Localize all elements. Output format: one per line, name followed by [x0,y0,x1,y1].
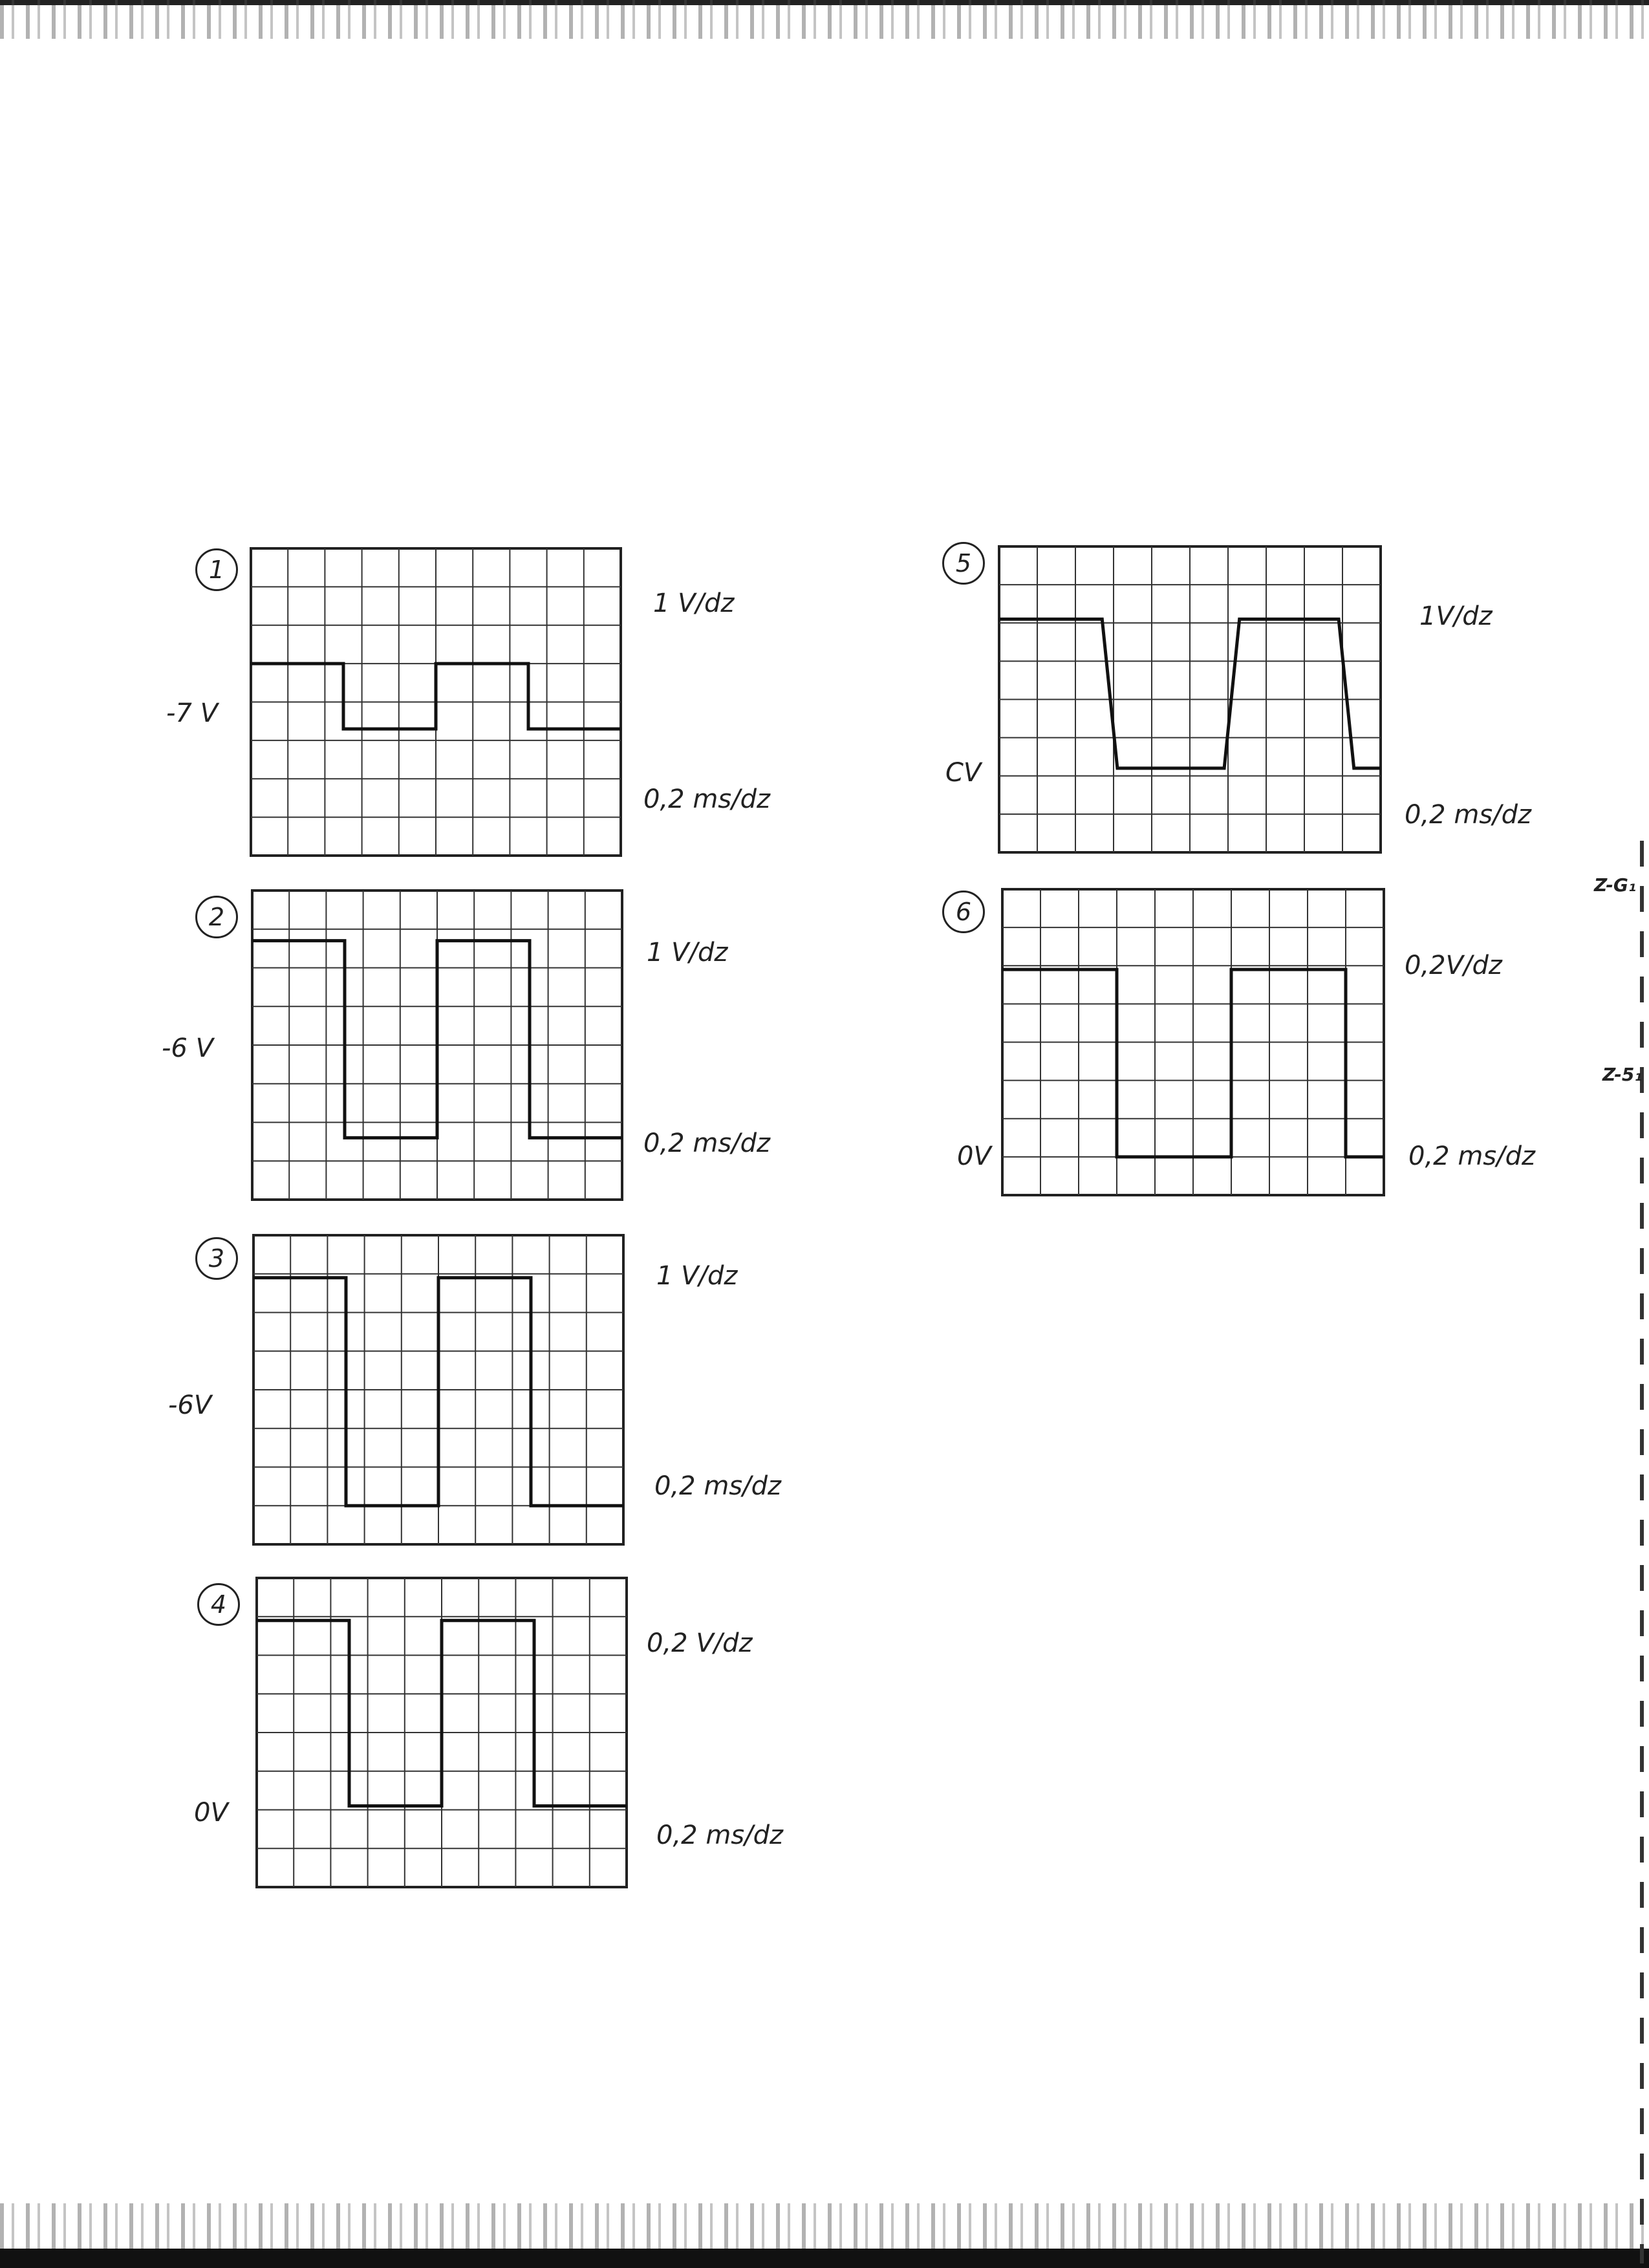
time-scale-6: 0,2 ms/dz [1408,1141,1535,1171]
waveform-5 [999,617,1381,770]
diagram-number-6: 6 [942,891,985,933]
volt-scale-3: 1 V/dz [656,1261,738,1291]
scan-bottom-bar [0,2249,1649,2268]
margin-mark-2: Z-5₁ [1602,1064,1643,1085]
scan-noise-top [0,0,1649,39]
diagram-number-5: 5 [942,542,985,585]
level-label-6: 0V [957,1141,991,1171]
waveform-2 [252,939,622,1139]
volt-scale-6: 0,2V/dz [1405,951,1502,980]
waveform-3 [253,1276,623,1507]
level-label-1: -7 V [166,698,218,728]
diagram-number-4: 4 [197,1583,240,1626]
level-label-4: 0V [194,1798,228,1828]
level-label-2: -6 V [162,1033,213,1063]
volt-scale-4: 0,2 V/dz [647,1628,753,1658]
time-scale-3: 0,2 ms/dz [654,1471,781,1501]
waveform-6 [1002,967,1384,1159]
scan-right-edge [1640,841,1644,2263]
margin-mark-1: Z-G₁ [1594,874,1637,896]
time-scale-5: 0,2 ms/dz [1405,800,1531,830]
scan-noise-bottom [0,2203,1649,2249]
waveform-4 [257,1619,627,1808]
diagram-number-1: 1 [195,548,238,591]
time-scale-2: 0,2 ms/dz [643,1129,770,1158]
level-label-3: -6V [168,1390,212,1420]
level-label-5: CV [945,758,982,788]
diagram-number-3: 3 [195,1237,238,1280]
volt-scale-5: 1V/dz [1419,601,1493,631]
diagram-number-2: 2 [195,896,238,938]
volt-scale-2: 1 V/dz [647,938,728,967]
scan-top-rule [0,0,1649,5]
time-scale-1: 0,2 ms/dz [643,784,770,814]
volt-scale-1: 1 V/dz [653,589,735,618]
waveform-1 [251,662,621,731]
time-scale-4: 0,2 ms/dz [656,1820,783,1850]
